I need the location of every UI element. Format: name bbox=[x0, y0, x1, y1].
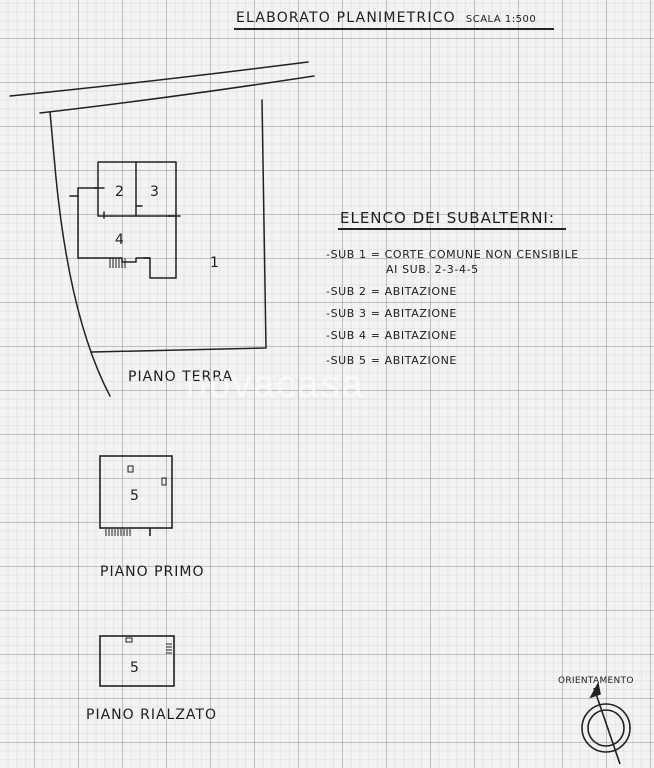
legend-item-sub4: -SUB 4 = ABITAZIONE bbox=[326, 329, 457, 342]
building-outline-terra bbox=[77, 161, 177, 279]
legend-title: ELENCO DEI SUBALTERNI: bbox=[340, 209, 555, 227]
orientation-label: ORIENTAMENTO bbox=[558, 676, 634, 686]
room-label-sub2: 2 bbox=[115, 184, 124, 200]
building-outline-rialzato bbox=[99, 635, 175, 687]
section-label-piano-primo: PIANO PRIMO bbox=[100, 564, 205, 580]
legend-item-sub2: -SUB 2 = ABITAZIONE bbox=[326, 285, 457, 298]
room-label-sub3: 3 bbox=[150, 184, 159, 200]
room-label-primo-sub5: 5 bbox=[130, 488, 139, 504]
drawing-title: ELABORATO PLANIMETRICO SCALA 1:500 bbox=[236, 10, 536, 26]
drawing-title-text: ELABORATO PLANIMETRICO bbox=[236, 10, 456, 26]
stair-terra bbox=[109, 258, 126, 268]
plot-boundary bbox=[49, 99, 267, 397]
legend-underline bbox=[338, 228, 566, 230]
room-label-sub1: 1 bbox=[210, 255, 219, 271]
scale-label: SCALA 1:500 bbox=[465, 14, 537, 25]
road-line-upper bbox=[9, 61, 309, 97]
room-label-rialzato-sub5: 5 bbox=[130, 660, 139, 676]
legend-item-sub5: -SUB 5 = ABITAZIONE bbox=[326, 354, 457, 367]
legend-item-sub1: -SUB 1 = CORTE COMUNE NON CENSIBILE bbox=[326, 248, 579, 261]
legend-item-sub3: -SUB 3 = ABITAZIONE bbox=[326, 307, 457, 320]
stair-primo bbox=[105, 529, 131, 536]
watermark-logo: novacasa bbox=[186, 364, 365, 406]
legend-item-sub1-continuation: AI SUB. 2-3-4-5 bbox=[386, 263, 479, 276]
road-line-lower bbox=[39, 75, 315, 114]
building-outline-primo bbox=[99, 455, 173, 536]
wall-ticks bbox=[69, 187, 181, 259]
wall-sub4-top bbox=[97, 187, 177, 217]
section-label-piano-rialzato: PIANO RIALZATO bbox=[86, 707, 217, 723]
section-label-piano-terra: PIANO TERRA bbox=[128, 369, 233, 385]
north-arrow-icon bbox=[581, 681, 631, 765]
fixture-marks-rialzato bbox=[125, 637, 172, 654]
room-label-sub4: 4 bbox=[115, 232, 124, 248]
fixture-marks-primo bbox=[127, 465, 167, 486]
title-underline bbox=[234, 28, 554, 30]
